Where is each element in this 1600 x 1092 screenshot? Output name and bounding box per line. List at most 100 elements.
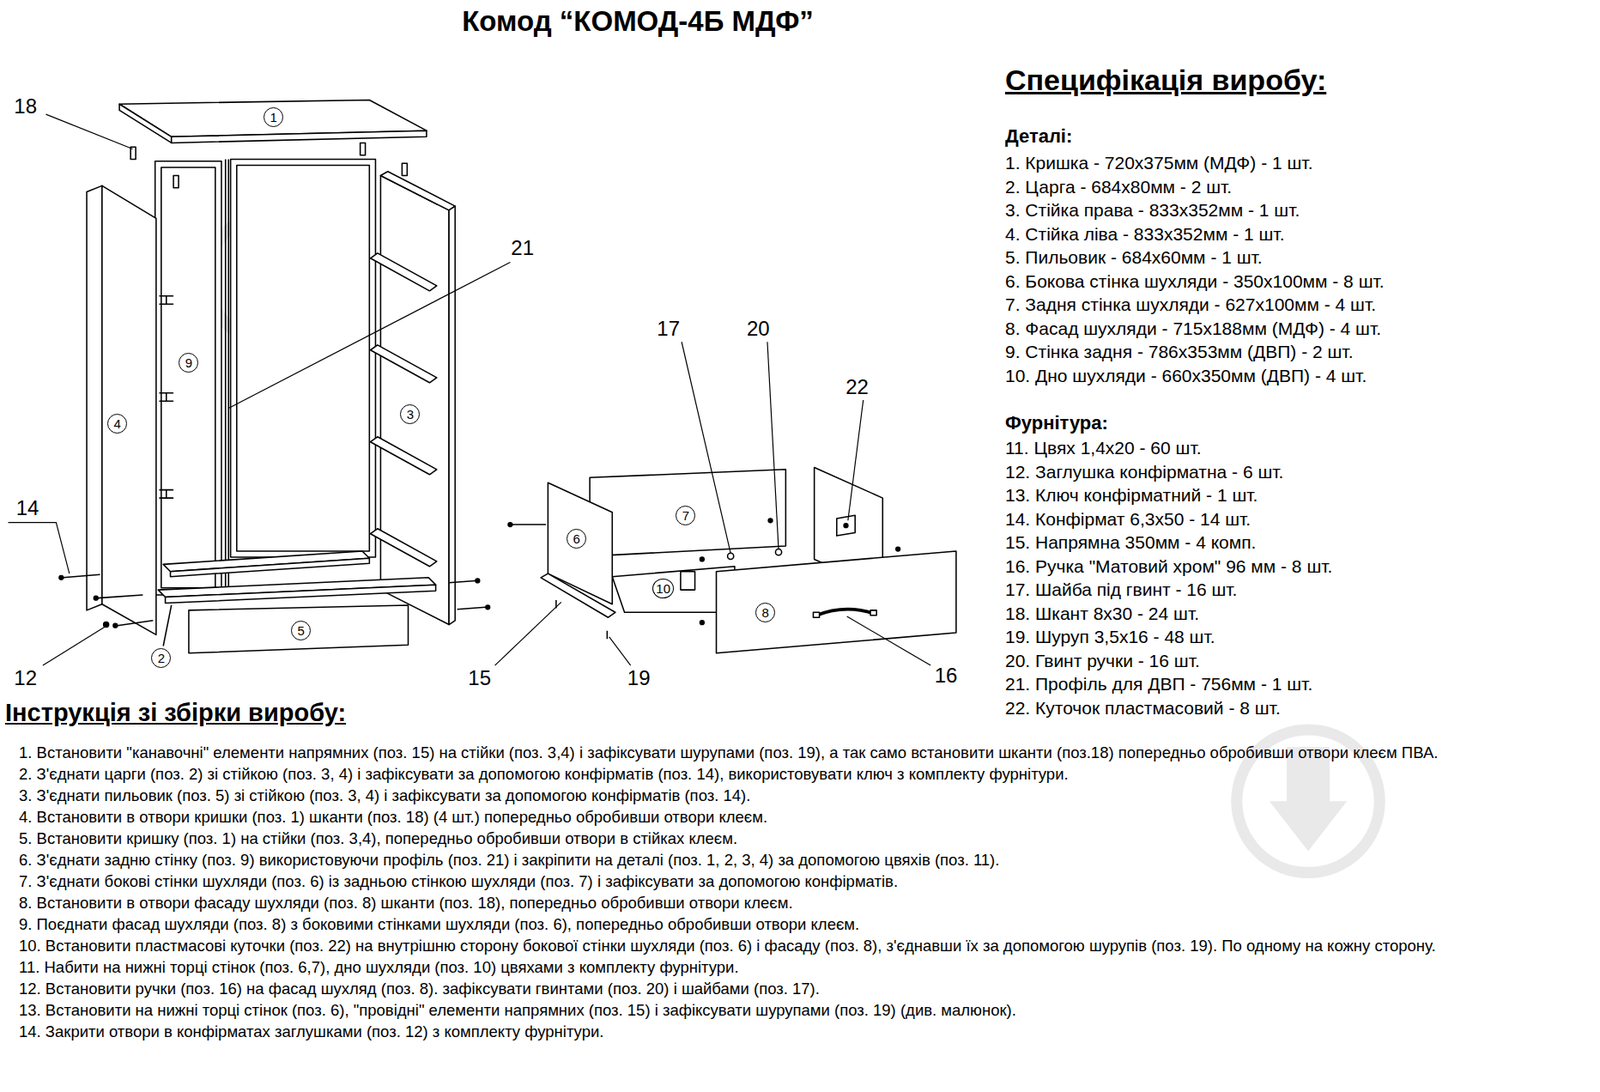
cabinet — [171, 130, 427, 143]
cabinet — [119, 103, 172, 143]
spec-line: 14. Конфірмат 6,3х50 - 14 шт. — [1005, 507, 1333, 532]
spec-line: 7. Задня стінка шухляди - 627х100мм - 4 … — [1005, 292, 1385, 317]
callout-number: 22 — [845, 375, 869, 400]
drawer — [700, 620, 705, 625]
spec-line: 10. Дно шухляди - 660х350мм (ДВП) - 4 шт… — [1005, 363, 1385, 388]
drawer — [816, 609, 874, 616]
drawer — [512, 523, 546, 526]
cabinet — [165, 584, 437, 603]
spec-line: 18. Шкант 8х30 - 24 шт. — [1005, 601, 1333, 626]
spec-line: 15. Напрямна 350мм - 4 комп. — [1005, 530, 1333, 555]
instruction-step: 13. Встановити на нижні торці стінок (по… — [18, 999, 1595, 1021]
cabinet — [161, 167, 216, 588]
instruction-step: 4. Встановити в отвори кришки (поз. 1) ш… — [18, 806, 1595, 828]
instruction-step: 9. Поєднати фасад шухляди (поз. 8) з бок… — [18, 913, 1595, 935]
spec-line: 12. Заглушка конфірматна - 6 шт. — [1005, 460, 1333, 485]
part-circle: 4 — [107, 413, 128, 434]
part-circle: 9 — [178, 352, 199, 373]
drawer — [870, 610, 877, 616]
cabinet — [370, 528, 437, 567]
cabinet — [102, 185, 157, 635]
cabinet — [370, 345, 437, 383]
drawer — [680, 571, 696, 590]
section-heading: Специфікація виробу: — [1005, 63, 1327, 97]
section-heading: Інструкція зі збірки виробу: — [5, 698, 346, 728]
cabinet — [370, 436, 437, 475]
instruction-step: 10. Встановити пластмасові куточки (поз.… — [18, 934, 1595, 957]
hardware-list: 11. Цвях 1,4х20 - 60 шт.12. Заглушка кон… — [1005, 436, 1333, 720]
drawer — [843, 523, 849, 528]
cabinet — [475, 578, 480, 583]
cabinet — [155, 161, 222, 595]
spec-line: 1. Кришка - 720х375мм (МДФ) - 1 шт. — [1005, 151, 1385, 176]
drawer — [556, 600, 607, 639]
cabinet — [230, 158, 376, 558]
spec-line: 4. Стійка ліва - 833х352мм - 1 шт. — [1005, 222, 1385, 247]
part-circle: 3 — [400, 404, 420, 425]
leader-line — [8, 114, 932, 666]
cabinet — [163, 605, 172, 647]
part-number: 4 — [114, 417, 122, 431]
cabinet — [158, 296, 174, 305]
watermark — [1269, 746, 1347, 851]
drawer — [812, 612, 819, 618]
spec-line: 2. Царга - 684х80мм - 2 шт. — [1005, 175, 1385, 200]
section-heading: Фурнітура: — [1005, 412, 1109, 434]
instruction-step: 14. Закрити отвори в конфірматах заглушк… — [18, 1020, 1595, 1043]
callout-number: 16 — [934, 663, 958, 688]
instruction-step: 1. Встановити "канавочні" елементи напря… — [18, 741, 1595, 764]
spec-line: 6. Бокова стінка шухляди - 350х100мм - 8… — [1005, 269, 1385, 294]
drawer — [508, 466, 957, 653]
part-circle: 5 — [290, 620, 311, 641]
spec-line: 22. Куточок пластмасовий - 8 шт. — [1005, 696, 1333, 721]
part-number: 7 — [682, 509, 690, 522]
callout-number: 20 — [746, 316, 770, 341]
callout-number: 15 — [467, 666, 491, 691]
instruction-step: 8. Встановити в отвори фасаду шухляди (п… — [18, 891, 1595, 914]
part-circle: 6 — [566, 528, 587, 549]
cabinet — [59, 100, 491, 654]
leader-line — [8, 522, 70, 574]
leader-line — [848, 400, 864, 521]
leader-line — [609, 636, 631, 666]
callout-number: 19 — [627, 666, 651, 691]
leader-line — [228, 262, 510, 409]
cabinet — [113, 623, 118, 628]
parts-list: 1. Кришка - 720х375мм (МДФ) - 1 шт.2. Ца… — [1005, 151, 1385, 388]
cabinet — [188, 605, 409, 654]
instruction-step: 6. З'єднати задню стінку (поз. 9) викори… — [18, 848, 1595, 871]
part-number: 1 — [269, 110, 277, 124]
callout-number: 14 — [16, 496, 40, 521]
cabinet — [448, 206, 455, 625]
callout-number: 18 — [13, 94, 37, 119]
spec-line: 9. Стінка задня - 786х353мм (ДВП) - 2 шт… — [1005, 339, 1385, 364]
spec-line: 20. Гвинт ручки - 16 шт. — [1005, 648, 1333, 673]
spec-line: 13. Ключ конфірматний - 1 шт. — [1005, 483, 1333, 508]
part-circle: 7 — [675, 505, 696, 526]
instruction-step: 11. Набити на нижні торці стінок (поз. 6… — [18, 956, 1595, 978]
part-circle: 2 — [151, 648, 171, 668]
drawer — [716, 551, 957, 654]
drawer — [727, 552, 734, 559]
part-number: 9 — [185, 356, 193, 370]
instruction-step: 7. З'єднати бокові стінки шухляди (поз. … — [18, 870, 1595, 892]
part-number: 6 — [572, 532, 580, 546]
cabinet — [103, 622, 110, 628]
spec-line: 8. Фасад шухляди - 715х188мм (МДФ) - 4 ш… — [1005, 316, 1385, 341]
spec-line: 21. Профіль для ДВП - 756мм - 1 шт. — [1005, 672, 1333, 697]
cabinet — [158, 393, 174, 402]
cabinet — [380, 171, 455, 211]
leader-line — [681, 341, 731, 553]
page-title: Комод “КОМОД-4Б МДФ” — [461, 5, 814, 38]
leader-line — [495, 601, 562, 666]
instruction-step: 2. З'єднати царги (поз. 2) зі стійкою (п… — [18, 763, 1595, 785]
instruction-step: 5. Встановити кришку (поз. 1) на стійки … — [18, 827, 1595, 849]
cabinet — [228, 158, 231, 595]
leader-line — [847, 616, 931, 666]
cabinet — [93, 595, 98, 600]
cabinet — [236, 165, 370, 552]
spec-line: 3. Стійка права - 833х352мм - 1 шт. — [1005, 198, 1385, 223]
callout-number: 17 — [656, 316, 680, 341]
callout-number: 12 — [13, 666, 37, 691]
